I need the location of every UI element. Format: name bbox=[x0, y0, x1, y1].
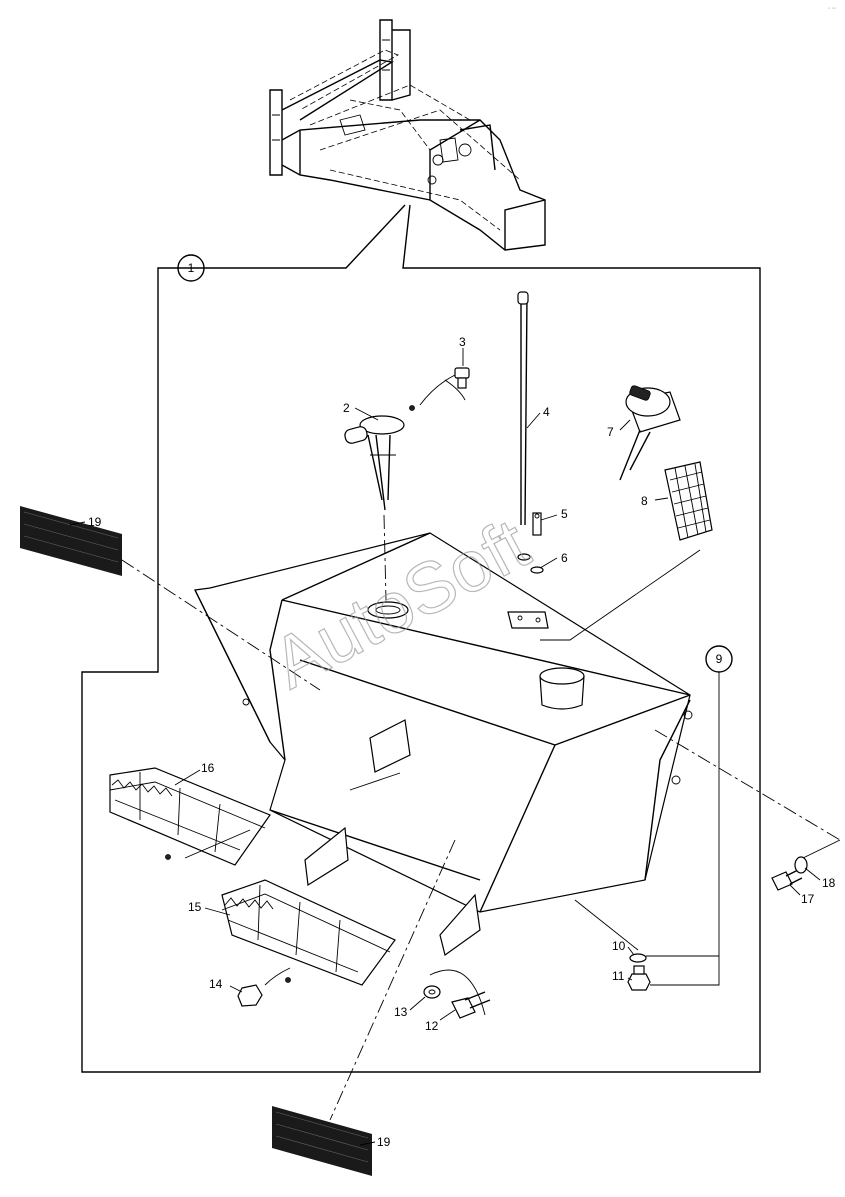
callout-1: 1 bbox=[188, 261, 195, 275]
callout-6: 6 bbox=[561, 551, 568, 565]
part-17-bolt bbox=[771, 869, 803, 891]
part-7-filler-cap bbox=[619, 385, 681, 481]
assembly-boundary bbox=[81, 204, 761, 1073]
part-6-washer bbox=[517, 553, 544, 574]
part-15-step bbox=[221, 879, 396, 986]
part-19-decal-bottom bbox=[272, 1106, 372, 1176]
callout-10: 10 bbox=[612, 939, 626, 953]
part-14-nut bbox=[237, 967, 291, 1007]
callout-13: 13 bbox=[394, 1005, 408, 1019]
part-3-screw bbox=[409, 367, 470, 411]
part-10-washer bbox=[629, 953, 647, 963]
callout-7: 7 bbox=[607, 425, 614, 439]
callout-circle-9 bbox=[705, 645, 733, 673]
part-12-bolt bbox=[451, 991, 491, 1019]
frame-assembly bbox=[269, 19, 546, 251]
part-19-decal-top bbox=[20, 506, 122, 576]
callout-8: 8 bbox=[641, 494, 648, 508]
part-5-fitting bbox=[532, 512, 542, 536]
part-11-drain-plug bbox=[627, 965, 651, 991]
callout-19-top: 19 bbox=[88, 515, 102, 529]
callout-labels: 1 2 3 4 5 6 7 8 9 10 11 12 13 14 15 16 1… bbox=[88, 261, 836, 1149]
callout-circle-1 bbox=[177, 254, 205, 282]
part-8-strainer bbox=[664, 461, 713, 541]
callout-16: 16 bbox=[201, 761, 215, 775]
fuel-tank bbox=[194, 532, 693, 957]
callout-3: 3 bbox=[459, 335, 466, 349]
callout-19-bottom: 19 bbox=[377, 1135, 391, 1149]
leader-lines bbox=[69, 348, 821, 1146]
part-16-step bbox=[109, 767, 271, 866]
callout-2: 2 bbox=[343, 401, 350, 415]
part-13-washer bbox=[423, 969, 486, 1016]
corner-mark: ◦ ◦◦ bbox=[828, 6, 836, 12]
callout-18: 18 bbox=[822, 876, 836, 890]
part-4-tube bbox=[517, 291, 529, 526]
assembly-lines bbox=[121, 514, 841, 1121]
callout-12: 12 bbox=[425, 1019, 439, 1033]
callout-14: 14 bbox=[209, 977, 223, 991]
callout-11: 11 bbox=[612, 969, 625, 983]
callout-5: 5 bbox=[561, 507, 568, 521]
callout-9: 9 bbox=[716, 652, 723, 666]
callout-4: 4 bbox=[543, 405, 550, 419]
part-18-washer bbox=[794, 856, 808, 874]
part-2-fuel-sender bbox=[344, 415, 405, 511]
callout-17: 17 bbox=[801, 892, 815, 906]
callout-15: 15 bbox=[188, 900, 202, 914]
